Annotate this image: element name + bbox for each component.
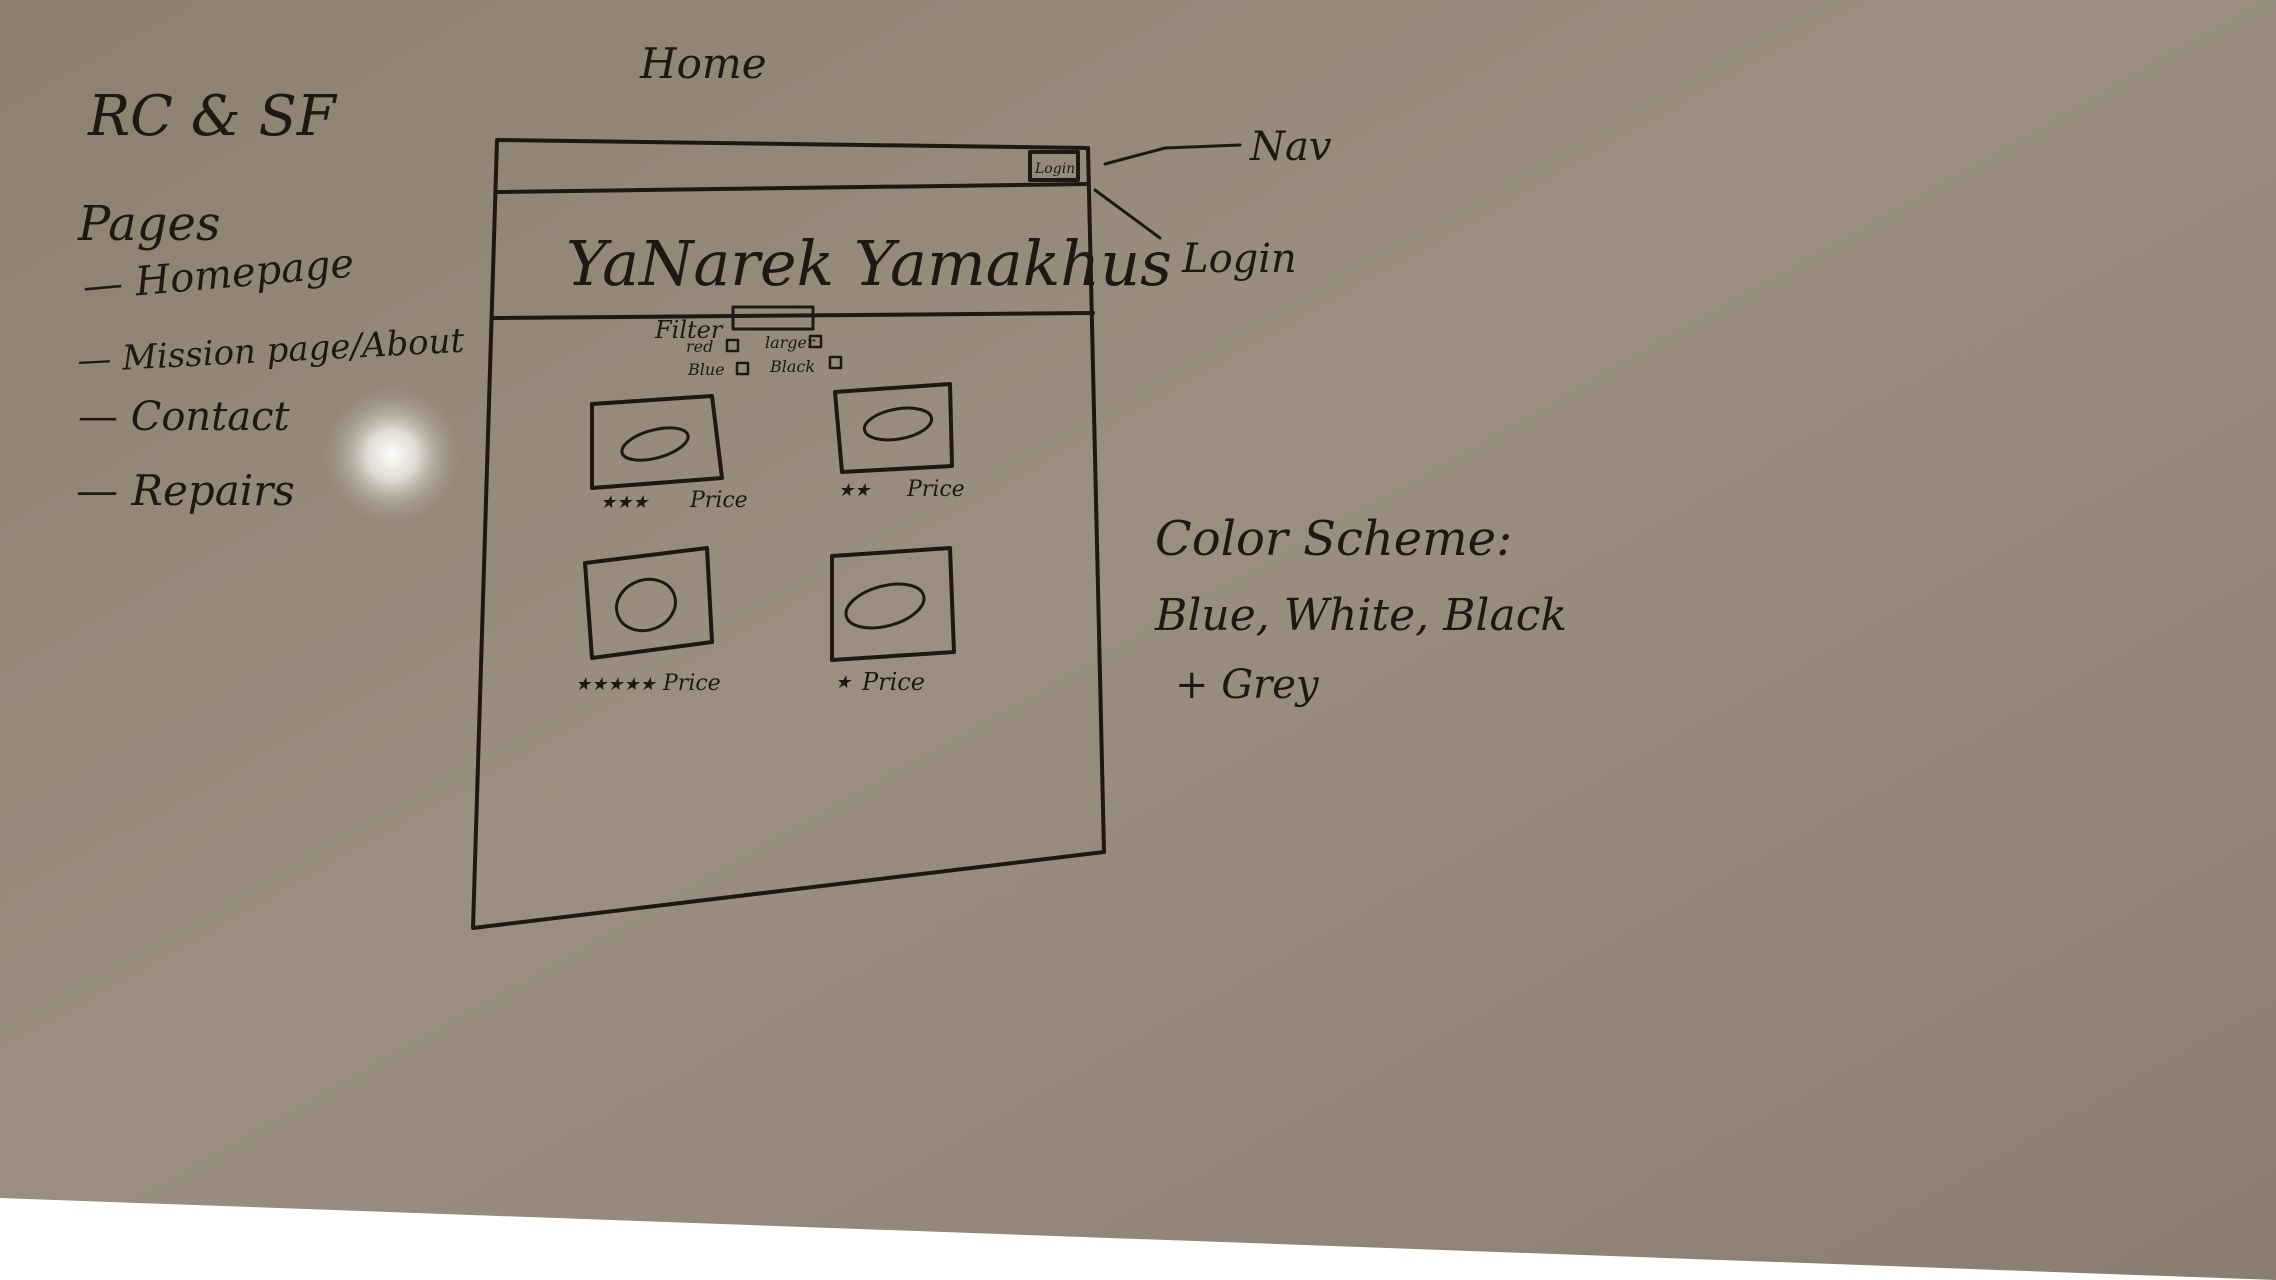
product-price: Price: [861, 668, 925, 696]
product-price: Price: [662, 671, 721, 696]
product-image-frame: [590, 394, 724, 490]
product-card[interactable]: ★★★ Price: [590, 394, 748, 513]
sketch-page-label: Home: [639, 39, 767, 88]
filter-checkbox-larger[interactable]: [808, 334, 823, 349]
product-rating: ★★★: [600, 492, 649, 513]
product-card[interactable]: ★ Price: [830, 546, 956, 696]
product-price: Price: [906, 477, 965, 502]
wireframe-outline: [471, 138, 1106, 930]
filter-checkbox-red[interactable]: [725, 338, 740, 353]
product-card[interactable]: ★★ Price: [833, 382, 965, 502]
filter-label: Filter: [654, 316, 724, 344]
product-image-frame: [833, 382, 954, 474]
light-glare: [322, 385, 462, 525]
page-item-repairs: — Repairs: [76, 466, 295, 515]
product-image-icon: [844, 582, 926, 630]
filter-input[interactable]: [731, 305, 815, 331]
filter-option-blue: Blue: [687, 360, 725, 379]
filter-option-black: Black: [769, 357, 815, 376]
product-image-icon: [862, 406, 934, 442]
brand-title: YaNarek Yamakhus: [566, 227, 1172, 300]
product-image-frame: [583, 546, 714, 660]
color-scheme-line2: + Grey: [1175, 662, 1320, 708]
color-scheme-line1: Blue, White, Black: [1154, 590, 1567, 641]
login-box-label: Login: [1034, 161, 1075, 177]
filter-option-red: red: [686, 337, 713, 356]
header-divider: [492, 311, 1095, 320]
filter-checkbox-blue[interactable]: [735, 361, 750, 376]
filter-option-larger: larger: [765, 333, 816, 352]
filter-checkbox-black[interactable]: [828, 355, 843, 370]
product-rating: ★★: [838, 480, 871, 501]
nav-annotation-line: [1103, 143, 1242, 166]
login-box[interactable]: [1028, 150, 1080, 182]
nav-bar-divider: [496, 182, 1090, 194]
product-image-icon: [615, 577, 677, 633]
pages-heading: Pages: [77, 196, 221, 252]
product-rating: ★★★★★: [575, 674, 657, 695]
login-annotation: Login: [1181, 236, 1297, 282]
nav-annotation: Nav: [1249, 124, 1332, 170]
product-card[interactable]: ★★★★★ Price: [575, 546, 721, 696]
login-annotation-line: [1093, 188, 1162, 240]
product-image-frame: [830, 546, 956, 662]
page-item-contact: — Contact: [78, 394, 290, 440]
product-rating: ★: [835, 672, 852, 693]
project-title: RC & SF: [87, 84, 338, 149]
color-scheme-heading: Color Scheme:: [1155, 511, 1512, 567]
product-image-icon: [620, 426, 690, 462]
product-price: Price: [689, 488, 748, 513]
